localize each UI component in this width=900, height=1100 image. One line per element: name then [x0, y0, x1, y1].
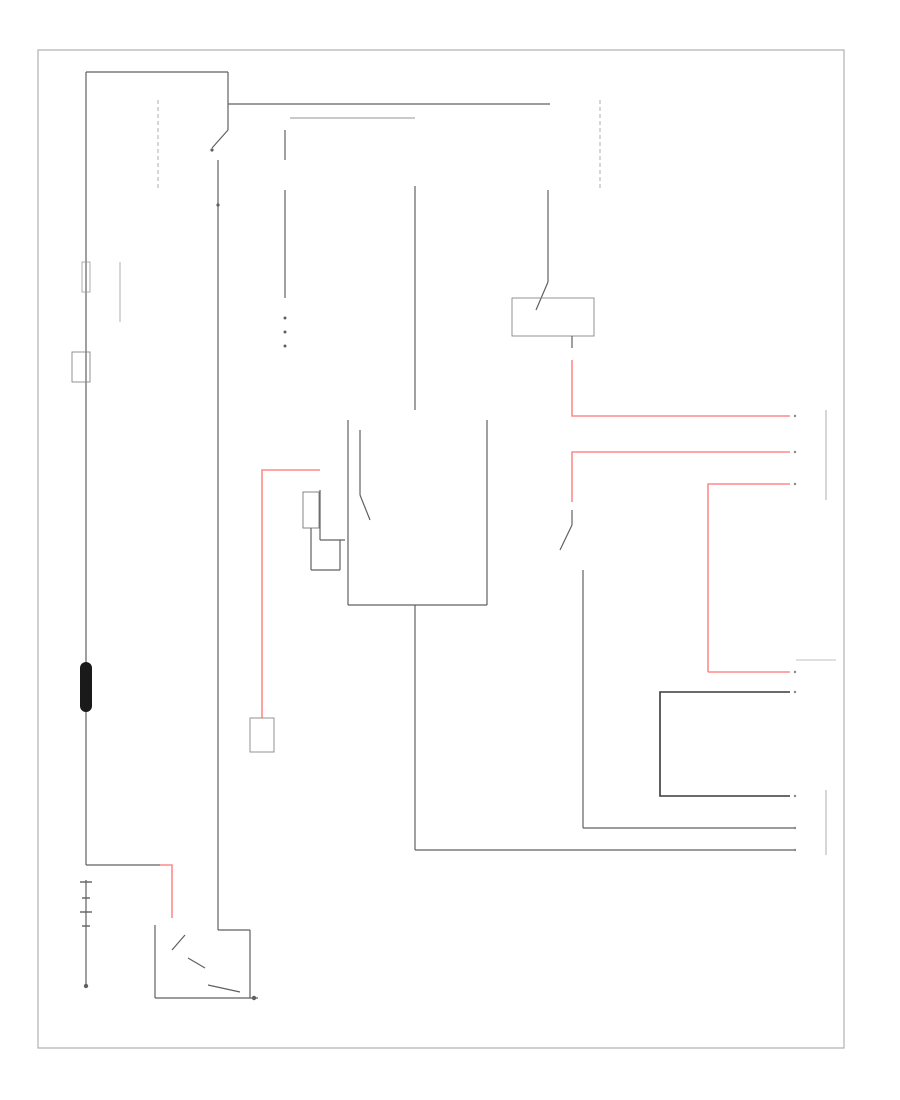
starter-motor — [154, 925, 258, 999]
park-neutral-switch — [511, 190, 595, 348]
red-battery-cable — [160, 864, 173, 918]
red-right-wires — [571, 360, 790, 673]
left-power-bus — [85, 71, 228, 985]
right-terminals — [793, 414, 797, 852]
battery-ground-icon — [83, 983, 89, 989]
starter-cutoff-switch — [559, 510, 795, 829]
battery-icon — [80, 881, 92, 927]
red-relay-to-connector-wire — [261, 469, 320, 718]
fuse-icon — [81, 261, 91, 293]
dark-ecm-wire — [659, 691, 790, 797]
fusible-link-icon — [80, 662, 92, 712]
diagram-frame — [37, 49, 845, 1049]
ignition-switch — [211, 72, 550, 930]
starter-relay-box — [302, 420, 488, 850]
sensor-icon — [71, 351, 91, 383]
lower-connector-icon — [249, 717, 275, 753]
